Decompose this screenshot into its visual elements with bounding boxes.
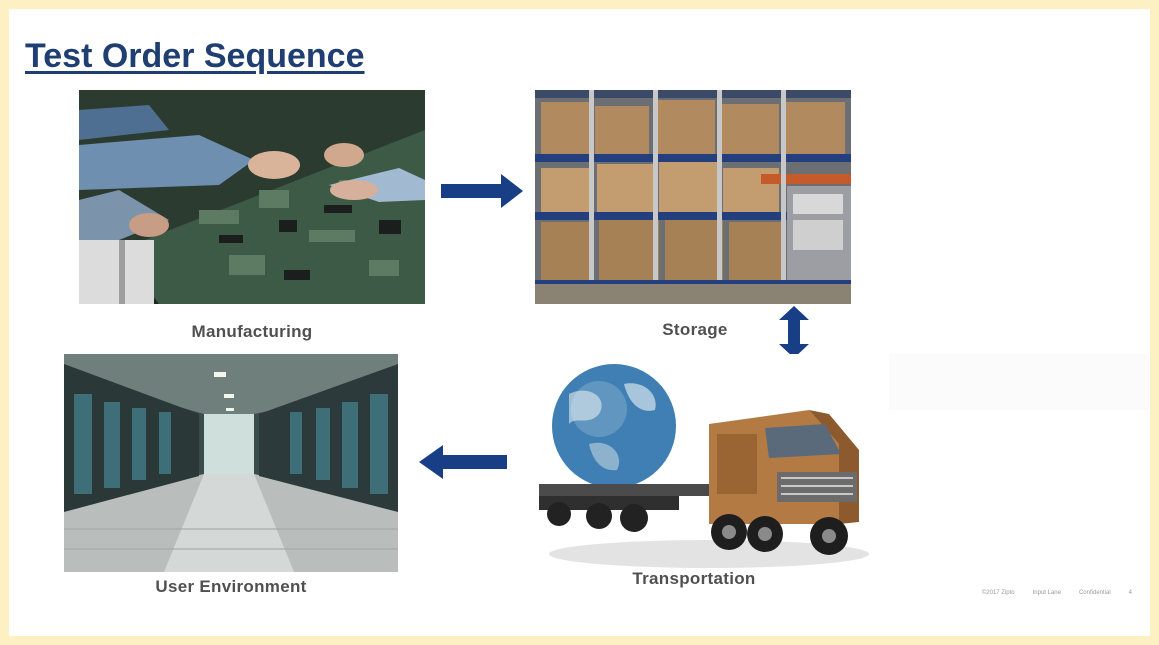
- arrow-up-down-icon: [779, 306, 809, 358]
- caption-transportation: Transportation: [632, 569, 756, 588]
- footer-copyright: ©2017 Zipto: [981, 590, 1015, 596]
- slide-title: Test Order Sequence: [25, 37, 365, 75]
- caption-manufacturing: Manufacturing: [191, 322, 313, 341]
- manufacturing-photo: [79, 90, 425, 304]
- footer-page-number: 4: [1128, 590, 1132, 596]
- transportation-photo: [529, 354, 869, 574]
- footer-part: Input Lane: [1032, 590, 1061, 596]
- storage-photo: [535, 90, 851, 304]
- user-environment-photo: [64, 354, 398, 572]
- arrow-left-icon: [419, 445, 507, 479]
- arrow-right-icon: [441, 174, 523, 208]
- slide: Test Order Sequence: [9, 9, 1150, 636]
- footer-classification: Confidential: [1078, 590, 1111, 596]
- slide-footer: ©2017 Zipto Input Lane Confidential 4: [982, 590, 1132, 596]
- faint-background-block: [889, 354, 1149, 410]
- caption-user-environment: User Environment: [155, 577, 307, 596]
- caption-storage: Storage: [662, 320, 728, 339]
